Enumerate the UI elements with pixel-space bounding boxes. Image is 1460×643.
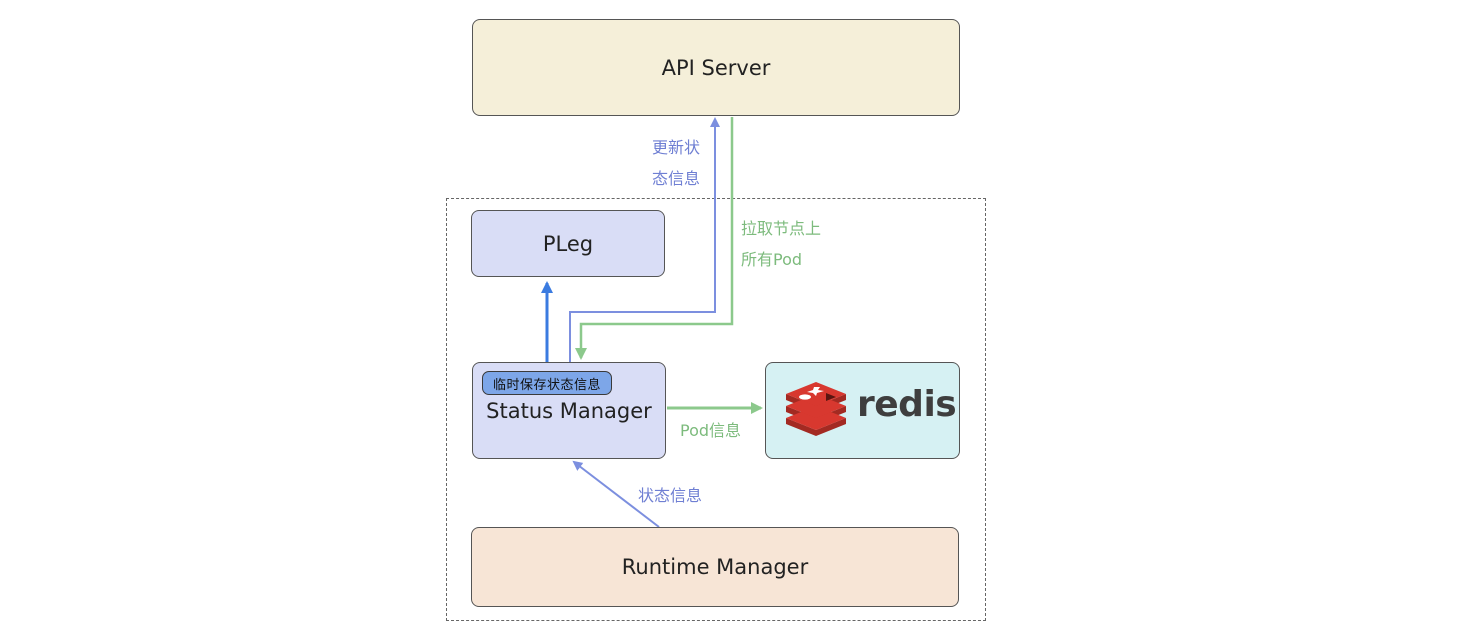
pull-pods-label-line1: 拉取节点上 <box>741 219 822 238</box>
update-status-label-line1: 更新状 <box>652 138 701 157</box>
edge-status-info <box>572 460 660 528</box>
update-status-label-line2: 态信息 <box>652 169 701 188</box>
runtime-manager-node: Runtime Manager <box>471 527 959 607</box>
pull-pods-label: 拉取节点上 所有Pod <box>741 213 821 275</box>
edge-update-status <box>569 117 720 362</box>
edge-pull-pods <box>575 117 734 360</box>
temp-status-badge: 临时保存状态信息 <box>482 371 612 395</box>
api-server-node: API Server <box>472 19 960 116</box>
status-info-label: 状态信息 <box>638 486 703 505</box>
pod-info-label: Pod信息 <box>680 421 742 440</box>
redis-wordmark: redis <box>857 384 957 425</box>
status-manager-label: Status Manager <box>486 399 652 423</box>
update-status-label: 更新状 态信息 <box>652 132 700 194</box>
redis-logo-icon <box>786 382 846 436</box>
pleg-node: PLeg <box>471 210 665 277</box>
pleg-label: PLeg <box>542 231 594 256</box>
pull-pods-label-line2: 所有Pod <box>741 250 803 269</box>
api-server-label: API Server <box>661 55 771 80</box>
runtime-manager-label: Runtime Manager <box>621 555 809 579</box>
redis-node <box>765 362 960 459</box>
